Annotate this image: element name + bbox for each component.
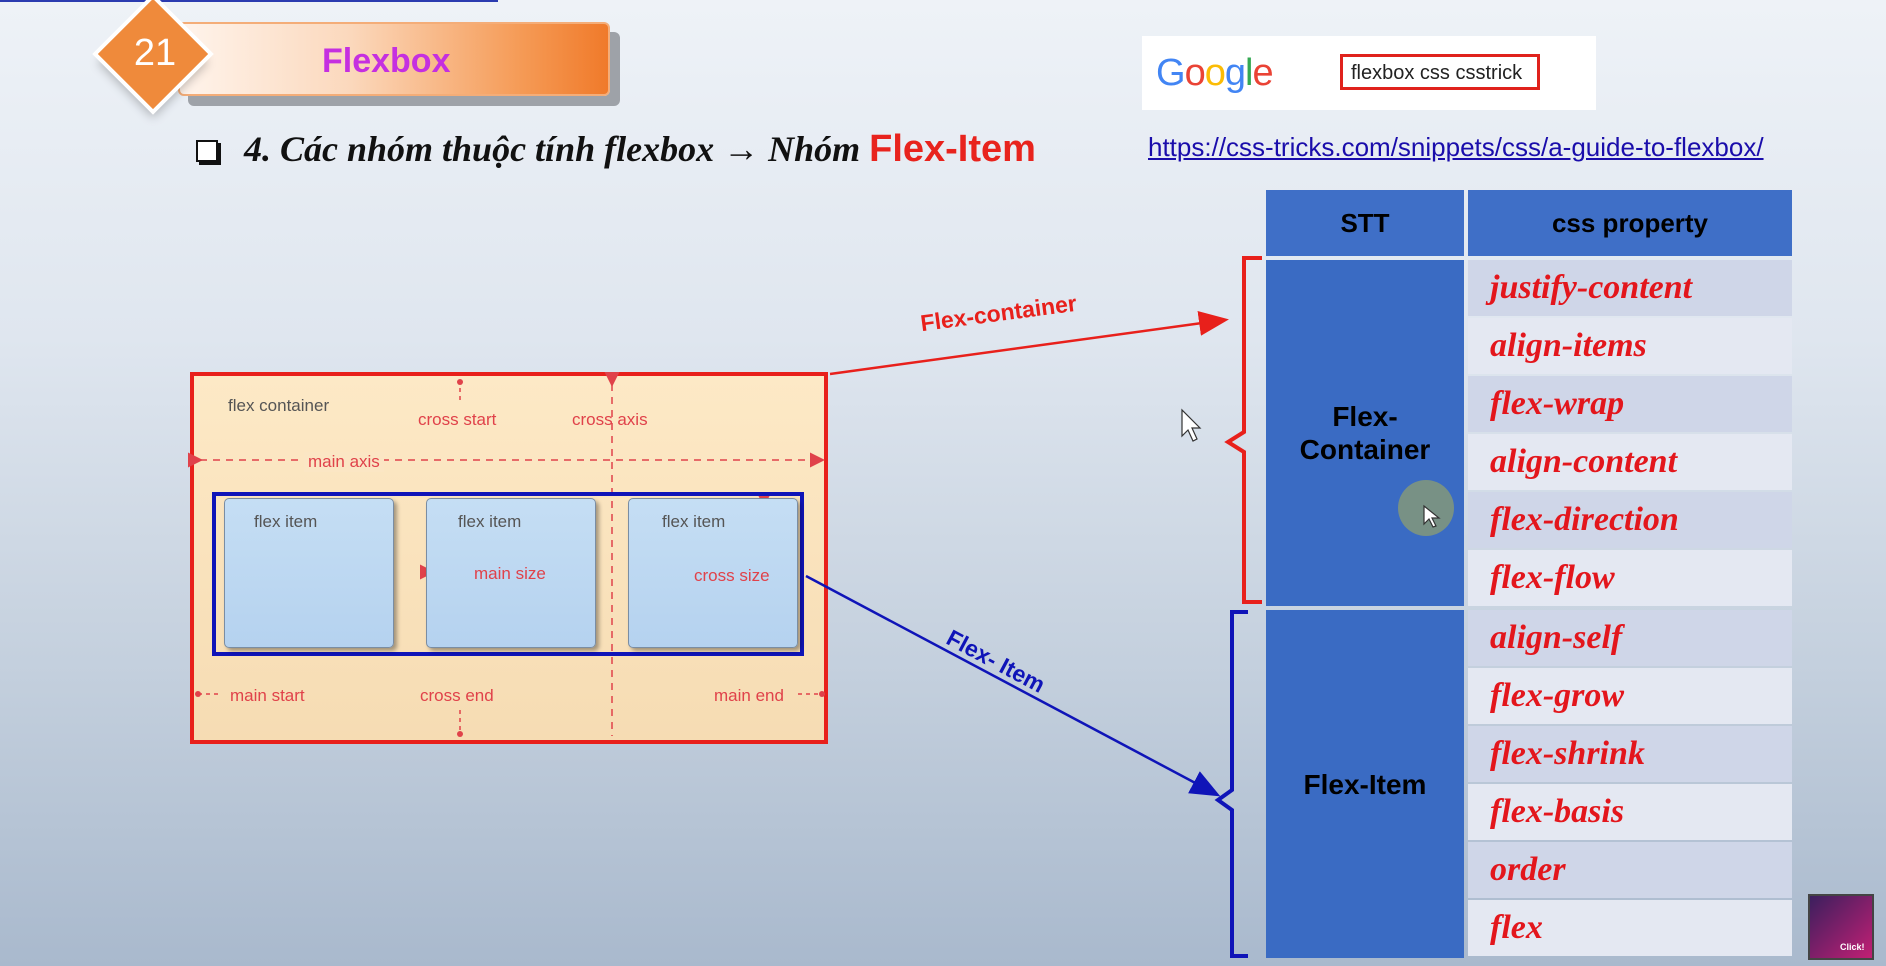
main-start-label: main start — [230, 686, 305, 705]
css-tricks-link[interactable]: https://css-tricks.com/snippets/css/a-gu… — [1148, 132, 1764, 162]
google-logo-letter: l — [1244, 52, 1254, 94]
property-row: order — [1468, 842, 1792, 898]
table-header-property: css property — [1468, 190, 1792, 256]
cross-start-label: cross start — [418, 410, 497, 429]
table-header-stt: STT — [1266, 190, 1464, 256]
flex-items-wrapper — [212, 492, 804, 656]
group-flex-container: Flex- Container — [1266, 260, 1464, 606]
cursor-arrow-icon — [1423, 504, 1441, 528]
main-end-label: main end — [714, 686, 784, 705]
flex-container-arrow — [829, 311, 1229, 376]
flex-item-box — [628, 498, 798, 648]
heading-prefix: 4. Các nhóm thuộc tính flexbox — [244, 129, 715, 169]
property-row: justify-content — [1468, 260, 1792, 316]
google-logo-letter: G — [1156, 52, 1186, 94]
heading-group: Nhóm — [768, 129, 861, 169]
property-row: flex-flow — [1468, 550, 1792, 606]
main-axis-label: main axis — [304, 452, 384, 472]
slide-title: Flexbox — [322, 42, 451, 80]
channel-avatar[interactable] — [1808, 894, 1874, 960]
flex-item-label: flex item — [458, 512, 522, 531]
avatar-label: Click! — [1840, 942, 1865, 952]
google-logo-letter: o — [1204, 52, 1226, 94]
property-row: flex-shrink — [1468, 726, 1792, 782]
item-brace — [1214, 610, 1248, 958]
flex-item-box — [224, 498, 394, 648]
flex-item-label: flex item — [254, 512, 318, 531]
heading-accent: Flex-Item — [869, 128, 1036, 170]
main-size-label: main size — [474, 564, 546, 583]
property-row: flex — [1468, 900, 1792, 956]
flex-item-box — [426, 498, 596, 648]
cross-axis-label: cross axis — [572, 410, 648, 429]
title-banner — [178, 22, 610, 96]
property-row: flex-direction — [1468, 492, 1792, 548]
property-row: flex-grow — [1468, 668, 1792, 724]
google-logo-letter: g — [1224, 52, 1246, 94]
css-property-table: STT css property Flex- Container Flex-It… — [1266, 190, 1792, 958]
property-row: flex-basis — [1468, 784, 1792, 840]
slide-heading: 4. Các nhóm thuộc tính flexbox → Nhóm Fl… — [244, 128, 1036, 171]
property-row: align-items — [1468, 318, 1792, 374]
top-divider-line — [0, 0, 498, 2]
google-logo: Google — [1156, 52, 1274, 95]
property-row: align-self — [1468, 610, 1792, 666]
checkbox-bullet-icon — [196, 140, 218, 162]
google-logo-letter: e — [1252, 52, 1273, 94]
cross-size-label: cross size — [694, 566, 770, 585]
group-flex-item: Flex-Item — [1266, 610, 1464, 958]
arrow-right-icon: → — [723, 129, 760, 169]
mouse-pointer-icon — [1181, 408, 1202, 442]
property-row: align-content — [1468, 434, 1792, 490]
search-input[interactable]: flexbox css csstrick — [1340, 54, 1540, 90]
flex-container-label: flex container — [228, 396, 330, 415]
google-logo-letter: o — [1184, 52, 1206, 94]
container-brace — [1224, 256, 1262, 604]
flex-item-label: flex item — [662, 512, 726, 531]
lesson-number: 21 — [133, 32, 177, 74]
flex-item-arrow — [805, 574, 1221, 797]
property-row: flex-wrap — [1468, 376, 1792, 432]
cross-end-label: cross end — [420, 686, 494, 705]
